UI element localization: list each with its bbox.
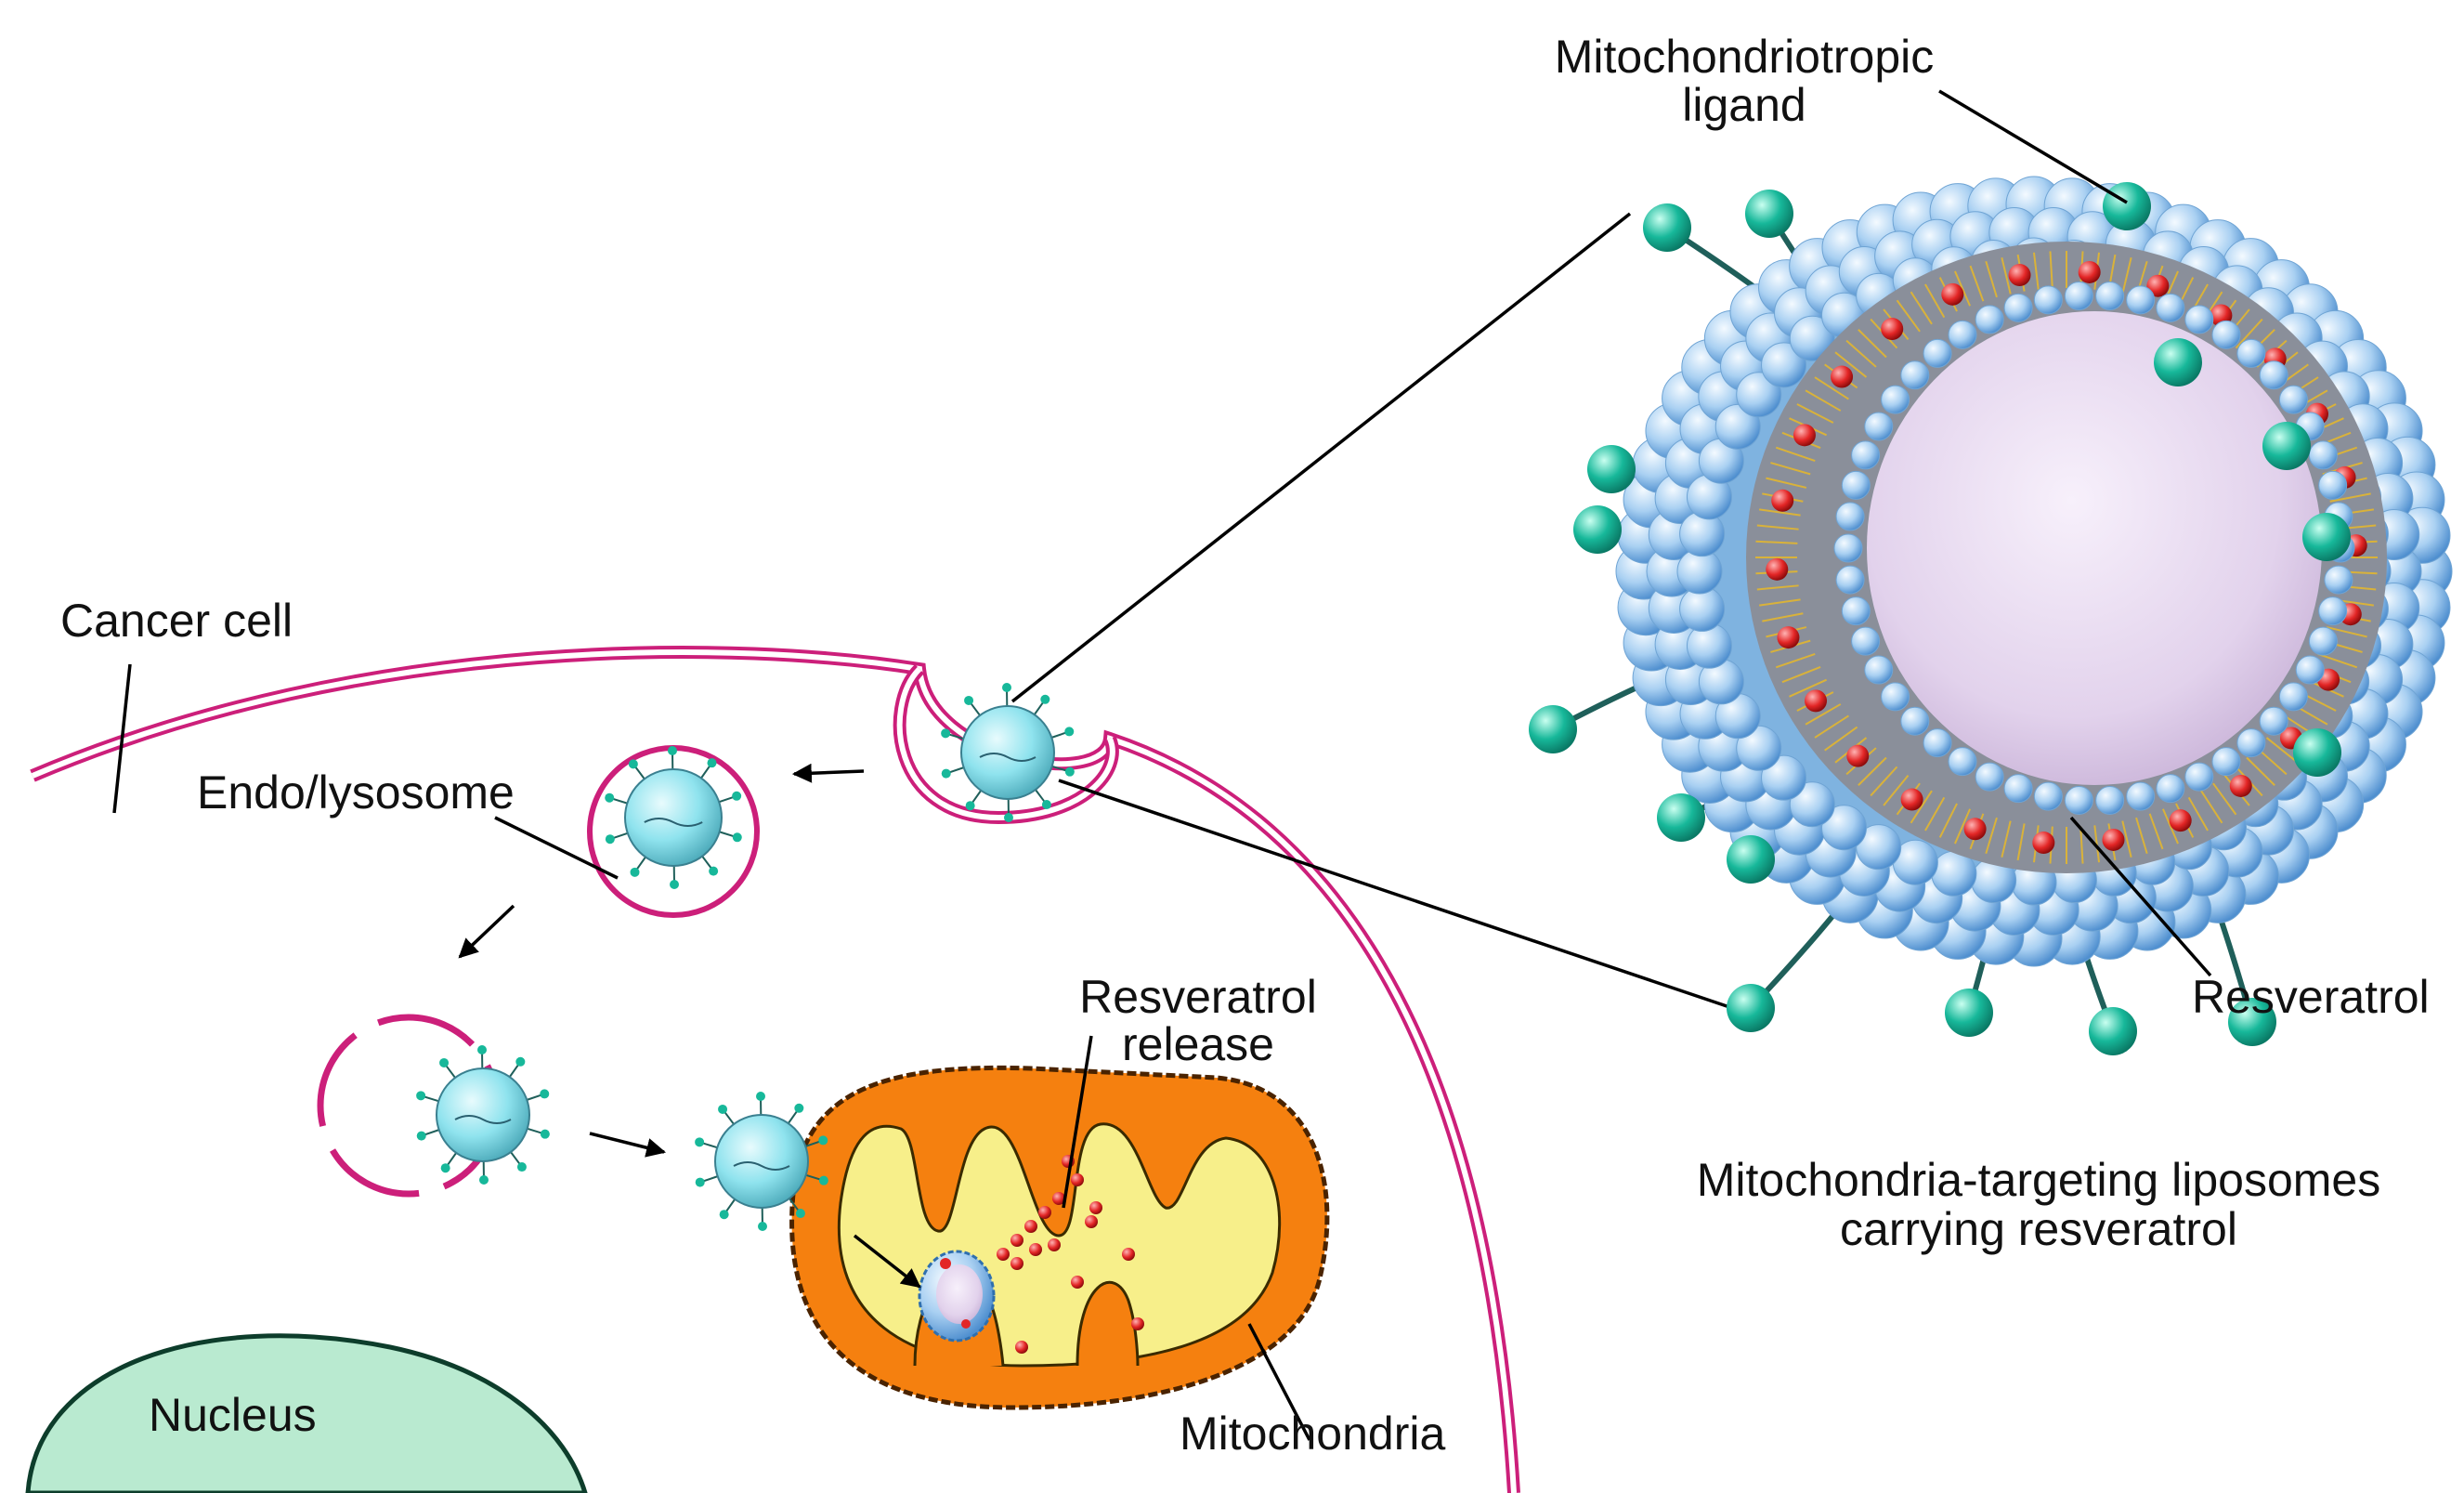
small-liposome [695, 1092, 828, 1231]
resveratrol-dot [1089, 1201, 1102, 1214]
resveratrol-dot [1131, 1317, 1144, 1330]
resveratrol-molecule [1963, 818, 1987, 841]
caption-line1: Mitochondria-targeting liposomes [1697, 1154, 2380, 1206]
process-arrows [458, 763, 921, 1289]
released-resveratrol-dots [997, 1155, 1144, 1354]
ligand-head [1727, 984, 1775, 1032]
release-label-line2: release [1122, 1018, 1274, 1070]
ligand-head [1745, 190, 1793, 238]
resveratrol-molecule [2078, 260, 2101, 283]
ligand-head [1587, 445, 1636, 493]
ligand-head [1945, 989, 1993, 1037]
arrow-into-mitochondria [853, 1234, 921, 1289]
resveratrol-label: Resveratrol [2192, 971, 2430, 1023]
ligand-head [1643, 203, 1691, 252]
ligand-head [2262, 422, 2311, 470]
resveratrol-molecule [2102, 828, 2125, 851]
resveratrol-molecule [1846, 744, 1870, 767]
caption-line2: carrying resveratrol [1840, 1203, 2237, 1255]
small-liposome [416, 1045, 550, 1185]
arrow-to-mitochondria [589, 1132, 667, 1158]
resveratrol-molecule [1831, 365, 1854, 388]
resveratrol-molecule [1941, 282, 1964, 306]
ligand-head [1657, 793, 1705, 842]
resveratrol-molecule [1793, 424, 1816, 447]
ligand-head [1529, 705, 1577, 753]
small-liposomes [416, 683, 1075, 1231]
ligand-head [1573, 505, 1622, 554]
resveratrol-dot [1029, 1243, 1042, 1256]
arrow-escape [458, 904, 515, 959]
ligand-label-line2: ligand [1682, 79, 1806, 131]
magnification-lines [1010, 212, 1747, 1015]
resveratrol-molecule [1900, 788, 1923, 811]
arrow-internalize [791, 763, 865, 783]
resveratrol-molecule [1805, 689, 1828, 713]
resveratrol-dot [1122, 1248, 1135, 1261]
ligand-head [2293, 728, 2341, 777]
resveratrol-dot [1085, 1215, 1098, 1228]
resveratrol-molecule [1881, 318, 1904, 341]
resveratrol-molecule [2146, 274, 2170, 297]
nucleus [25, 1333, 588, 1493]
resveratrol-dot [1038, 1206, 1051, 1219]
resveratrol-molecule [2169, 809, 2192, 832]
mini-liposome-in-mitochondrion [918, 1250, 996, 1342]
ligand-head [2103, 182, 2151, 230]
ligand-head [2154, 338, 2202, 386]
resveratrol-dot [1010, 1234, 1023, 1247]
resveratrol-molecule [2032, 832, 2055, 855]
resveratrol-dot [1015, 1341, 1028, 1354]
resveratrol-molecule [1771, 489, 1794, 512]
mitochondria-label: Mitochondria [1180, 1408, 1445, 1460]
release-label-line1: Resveratrol [1079, 971, 1317, 1023]
resveratrol-dot [1024, 1220, 1037, 1233]
resveratrol-molecule [2008, 264, 2031, 287]
resveratrol-dot [1048, 1238, 1061, 1251]
resveratrol-dot [1052, 1192, 1065, 1205]
nucleus-label: Nucleus [149, 1389, 317, 1441]
magnified-liposome [1529, 176, 2453, 1055]
ligand-head [2302, 513, 2351, 561]
cancer-cell-label: Cancer cell [60, 595, 293, 647]
aqueous-core [1867, 311, 2322, 785]
resveratrol-dot [1010, 1257, 1023, 1270]
resveratrol-dot [997, 1248, 1010, 1261]
small-liposome [605, 746, 742, 889]
resveratrol-molecule [1766, 557, 1789, 581]
mitochondrion [789, 1065, 1330, 1410]
endo-lysosome-label: Endo/lysosome [197, 766, 515, 819]
resveratrol-molecule [2229, 774, 2252, 797]
resveratrol-dot [1071, 1173, 1084, 1186]
ligand-head [1727, 835, 1775, 884]
ligand-label-line1: Mitochondriotropic [1555, 31, 1935, 83]
resveratrol-dot [1071, 1276, 1084, 1289]
small-liposome [941, 683, 1075, 822]
resveratrol-molecule [1777, 626, 1800, 649]
ligand-head [2089, 1007, 2137, 1055]
ligand-head [2228, 998, 2276, 1046]
leader-lines [112, 89, 2212, 1441]
